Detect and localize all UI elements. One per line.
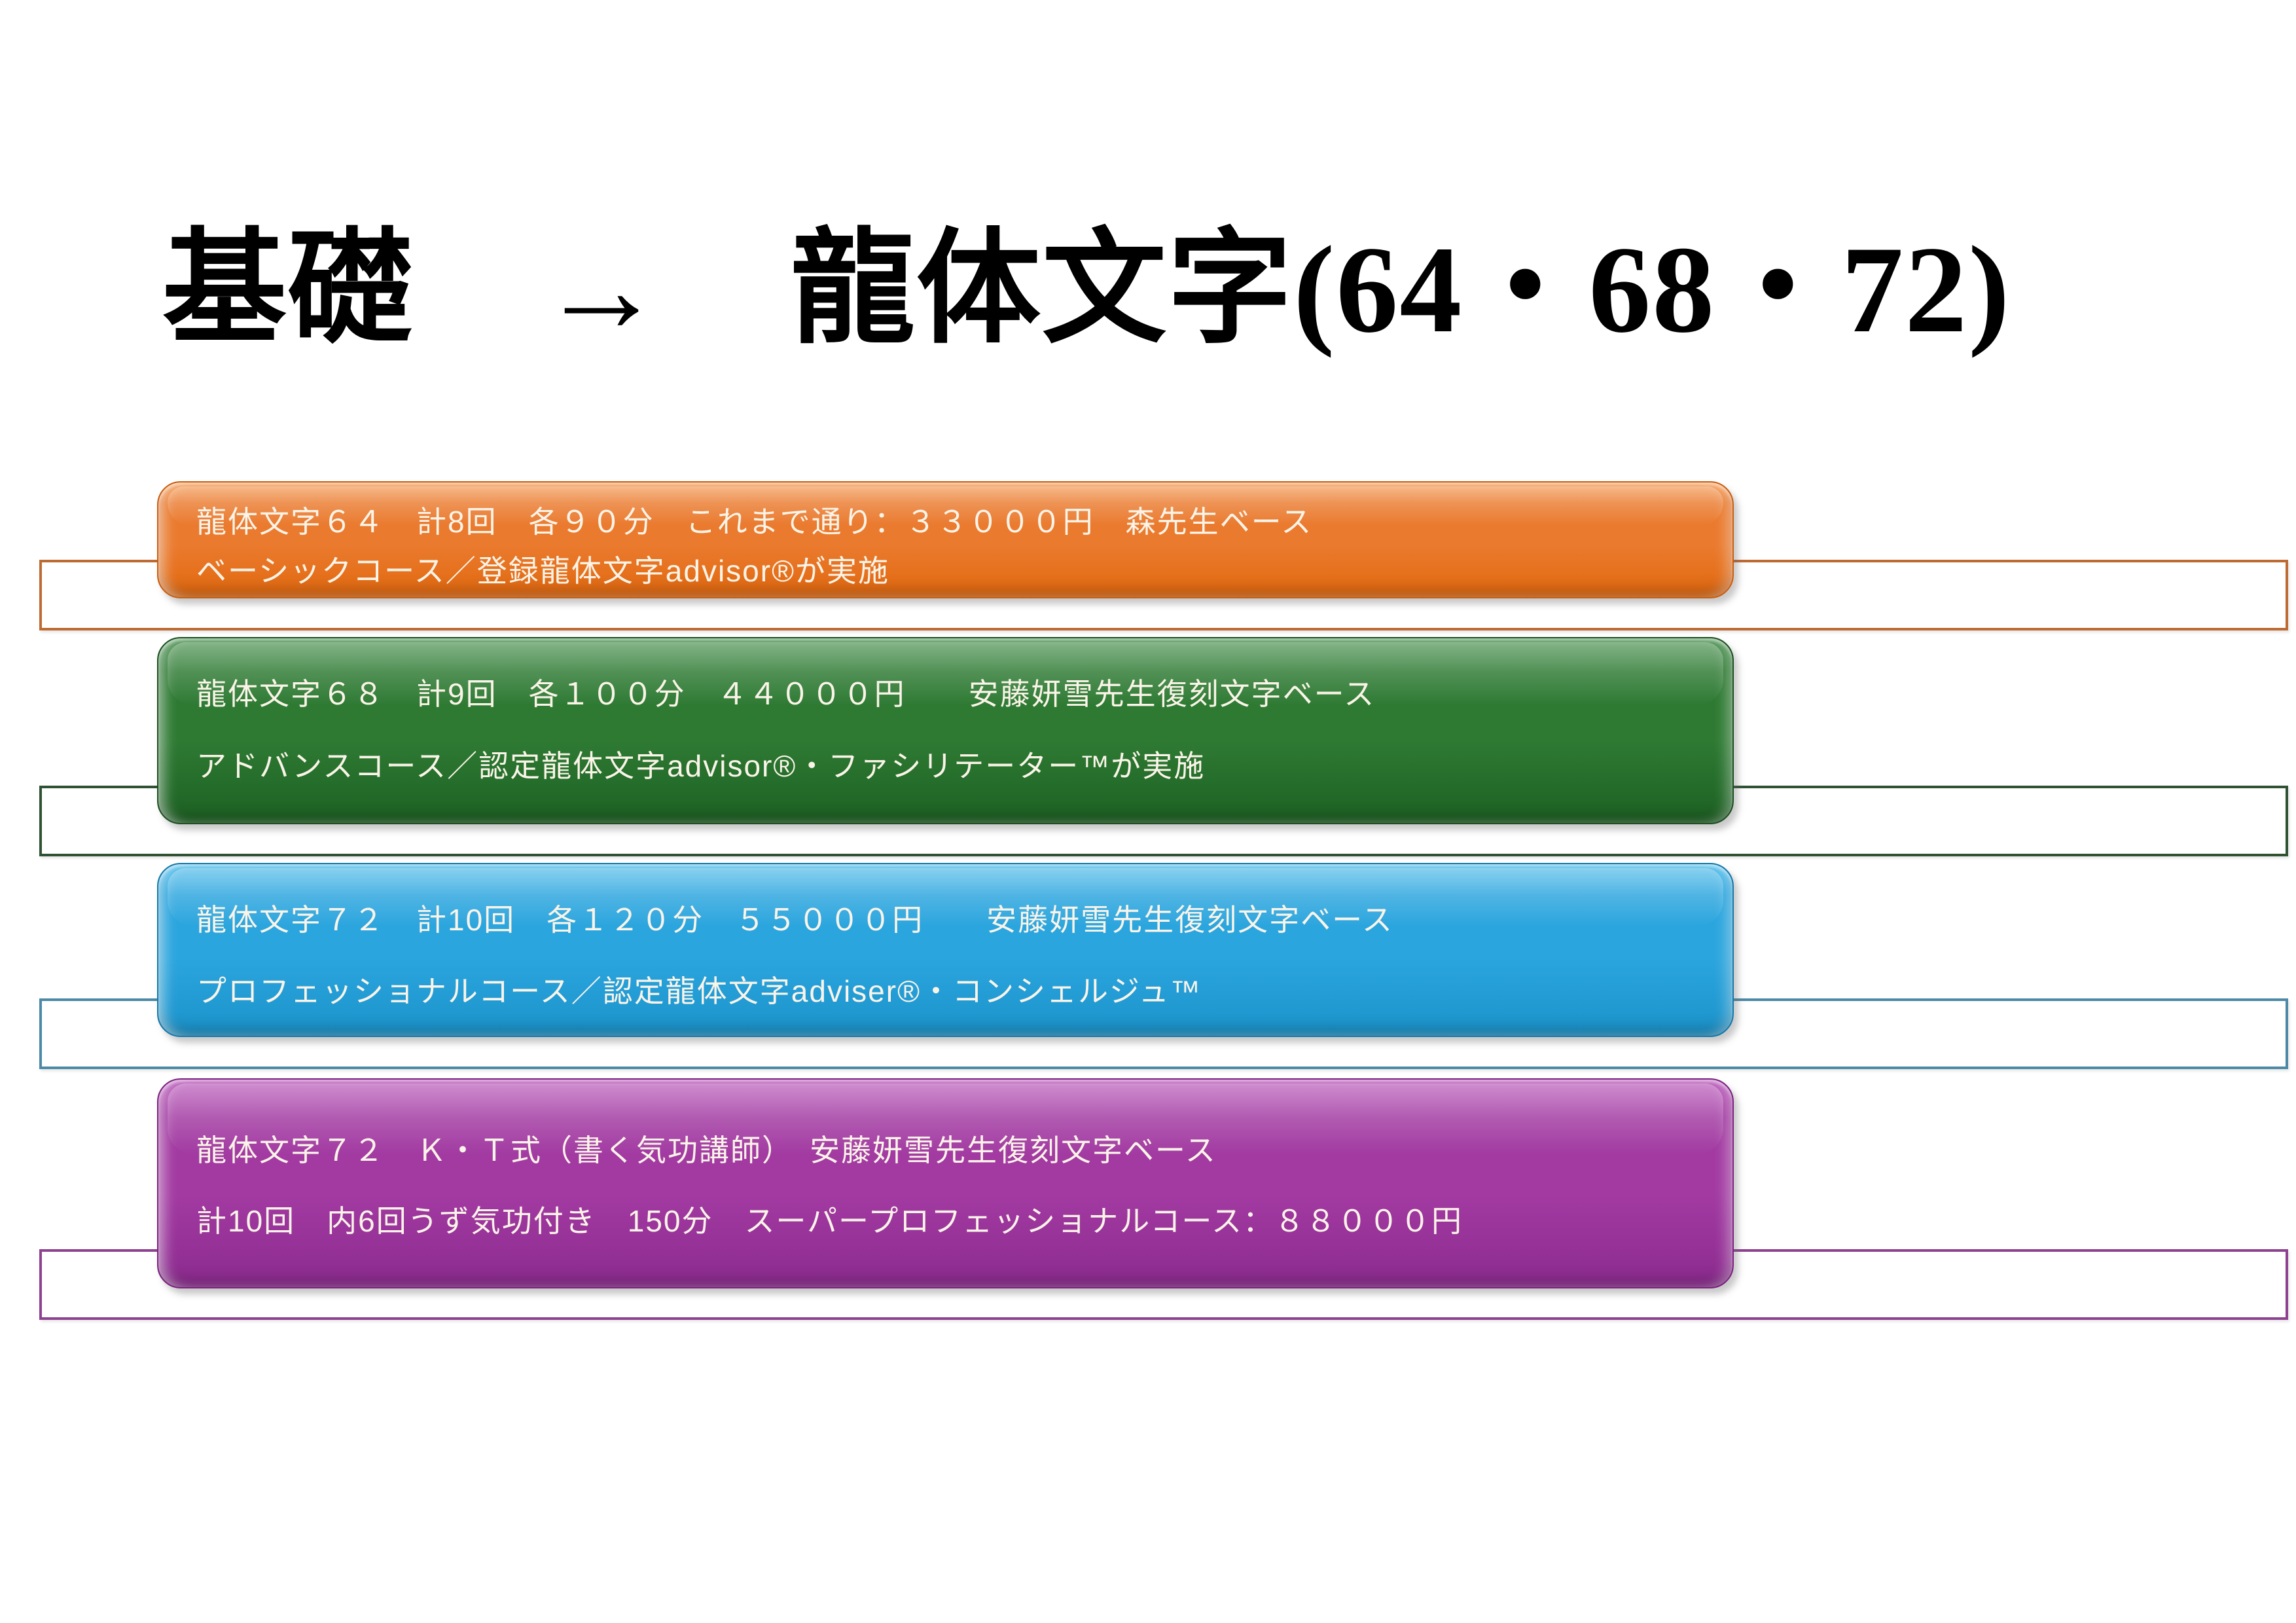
course-72-box: 龍体文字７２ 計10回 各１２０分 ５５０００円 安藤妍雪先生復刻文字ベース プ… (157, 863, 1734, 1037)
slide-title: 基礎 → 龍体文字(64・68・72) (162, 221, 2011, 359)
course-72-line1: 龍体文字７２ 計10回 各１２０分 ５５０００円 安藤妍雪先生復刻文字ベース (196, 903, 1393, 937)
course-68-line1: 龍体文字６８ 計9回 各１００分 ４４０００円 安藤妍雪先生復刻文字ベース (196, 677, 1376, 711)
course-68-box: 龍体文字６８ 計9回 各１００分 ４４０００円 安藤妍雪先生復刻文字ベース アド… (157, 637, 1734, 824)
course-72-kt-box: 龍体文字７２ Ｋ・Ｔ式（書く気功講師） 安藤妍雪先生復刻文字ベース 計10回 内… (157, 1078, 1734, 1288)
course-64-line2: ベーシックコース／登録龍体文字advisor®が実施 (196, 554, 889, 588)
course-64-line1: 龍体文字６４ 計8回 各９０分 これまで通り：３３０００円 森先生ベース (196, 505, 1313, 539)
course-68-line2: アドバンスコース／認定龍体文字advisor®・ファシリテーター™が実施 (196, 749, 1206, 783)
course-72-kt-line1: 龍体文字７２ Ｋ・Ｔ式（書く気功講師） 安藤妍雪先生復刻文字ベース (196, 1133, 1217, 1167)
course-64-box: 龍体文字６４ 計8回 各９０分 これまで通り：３３０００円 森先生ベース ベーシ… (157, 481, 1734, 598)
course-72-kt-line2: 計10回 内6回うず気功付き 150分 スーパープロフェッショナルコース：８８０… (196, 1204, 1463, 1238)
course-72-line2: プロフェッショナルコース／認定龍体文字adviser®・コンシェルジュ™ (196, 974, 1202, 1008)
